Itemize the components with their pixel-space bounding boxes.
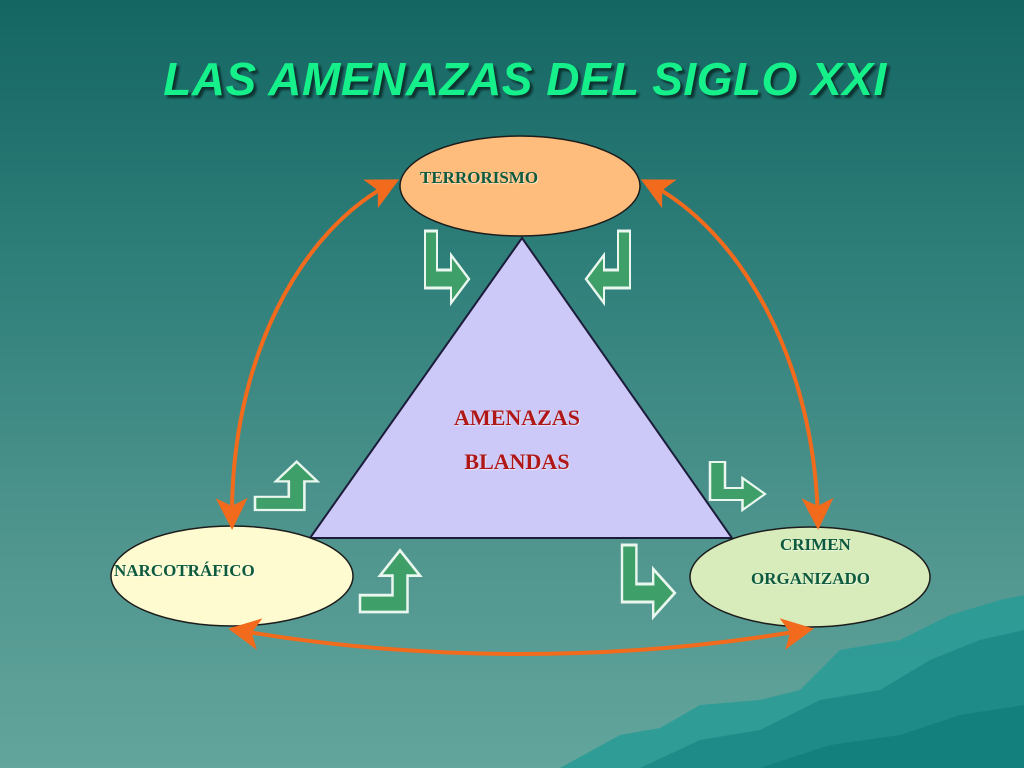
center-triangle — [308, 236, 734, 539]
bent-arrow-icon — [358, 549, 422, 614]
label-crimen: CRIMEN — [780, 535, 851, 554]
bent-arrow-icon — [423, 229, 471, 305]
node-terrorismo — [399, 135, 641, 237]
label-narcotrafico: NARCOTRÁFICO — [114, 561, 255, 580]
connector-terrorismo-narcotrafico — [215, 179, 400, 530]
bent-arrow-icon — [584, 229, 632, 305]
mountain-decoration — [560, 595, 1024, 768]
bent-arrow-icon — [620, 543, 677, 619]
bent-arrow-icon — [253, 460, 319, 512]
bent-arrow-icon — [708, 460, 767, 512]
page-title: LAS AMENAZAS DEL SIGLO XXI — [163, 53, 887, 105]
center-label-line2: BLANDAS — [464, 449, 570, 474]
connector-terrorismo-crimen — [640, 179, 834, 530]
label-terrorismo: TERRORISMO — [420, 168, 539, 187]
center-label-line1: AMENAZAS — [454, 405, 580, 430]
label-organizado: ORGANIZADO — [751, 569, 871, 588]
connector-narcotrafico-crimen — [228, 618, 814, 656]
